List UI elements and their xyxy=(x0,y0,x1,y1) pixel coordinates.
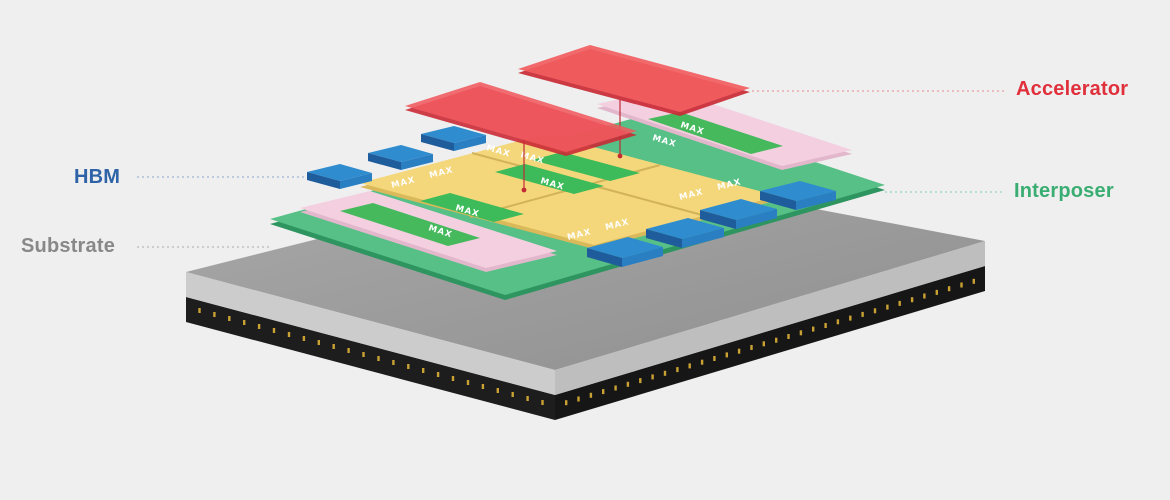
substrate-bottom-right-face xyxy=(555,266,985,420)
substrate-bottom-left-face xyxy=(186,297,555,420)
substrate-left-pin xyxy=(213,312,216,317)
substrate-left-pin xyxy=(526,396,529,401)
substrate-right-pin xyxy=(589,392,593,398)
hbm-stacks xyxy=(307,126,836,267)
substrate-right-pin xyxy=(676,367,679,373)
substrate-glass-right-edge xyxy=(555,241,985,395)
substrate-right-pin xyxy=(824,323,827,328)
substrate-right-pin xyxy=(886,304,889,310)
compute-die: MAX MAX MAX MAX MAX MAX MAX MAX MAX MAX … xyxy=(360,133,778,249)
substrate-right-pin xyxy=(700,359,704,365)
label-substrate: Substrate xyxy=(21,235,116,257)
substrate-left-pin xyxy=(228,316,231,321)
hbm-stack-left-2 xyxy=(368,145,433,170)
substrate-right-pin xyxy=(849,315,852,321)
label-interposer: Interposer xyxy=(1014,180,1114,202)
substrate-left-pin xyxy=(362,352,365,357)
substrate-right-pin xyxy=(935,289,938,295)
hbm-stack-left-1 xyxy=(307,164,372,189)
substrate-left-pin xyxy=(272,328,276,333)
substrate-left-pin xyxy=(243,320,246,325)
substrate-left-pin xyxy=(407,364,410,369)
substrate-right-pin xyxy=(898,300,901,306)
substrate-left-pin xyxy=(347,348,350,353)
substrate-right-pin xyxy=(663,370,667,376)
substrate-right-pin xyxy=(639,378,642,384)
substrate-right-pin xyxy=(799,330,803,336)
substrate-left-pin xyxy=(466,380,470,385)
substrate-left-pin xyxy=(436,372,440,377)
accelerator-dies xyxy=(405,45,750,193)
substrate-left-pin xyxy=(451,376,455,381)
substrate-left-pin xyxy=(496,388,499,393)
substrate-left-pin xyxy=(392,360,395,365)
substrate-left-pin xyxy=(511,392,514,397)
substrate-right-pin xyxy=(737,348,741,354)
substrate-right-pin xyxy=(725,352,728,358)
substrate-right-pin xyxy=(787,334,790,339)
substrate-right-pin xyxy=(713,356,716,361)
substrate-left-pin xyxy=(198,308,201,313)
hbm-stack-left-3 xyxy=(421,126,486,151)
substrate-left-pin xyxy=(287,332,291,337)
substrate-right-pin xyxy=(750,345,753,350)
hbm-stack-right-4 xyxy=(760,181,836,210)
leader-lines xyxy=(137,90,1007,248)
hbm-stack-right-1 xyxy=(587,237,663,267)
accelerator-die-right xyxy=(518,45,750,116)
substrate-right-pin xyxy=(873,308,877,314)
substrate-left-pin xyxy=(317,340,320,345)
substrate-right-pin xyxy=(947,286,951,292)
substrate-left-pin xyxy=(541,400,544,405)
substrate-right-pin xyxy=(614,385,617,391)
substrate-right-pin xyxy=(602,389,605,395)
substrate-right-pin xyxy=(812,326,815,332)
substrate-glass-left-edge xyxy=(186,272,555,395)
substrate-left-pin xyxy=(377,356,380,361)
substrate-right-pin xyxy=(910,297,914,303)
hbm-stack-right-3 xyxy=(700,199,777,229)
substrate-left-pin xyxy=(257,324,261,329)
substrate-right-pin xyxy=(960,282,963,288)
substrate-left-pin xyxy=(422,368,425,373)
substrate-right-pin xyxy=(775,337,778,343)
accelerator-die-left xyxy=(405,82,637,156)
substrate-left-pin xyxy=(481,384,485,389)
substrate-right-pin xyxy=(626,381,630,387)
substrate-right-pin xyxy=(972,278,975,284)
label-hbm: HBM xyxy=(74,166,121,188)
hbm-stack-right-2 xyxy=(646,218,724,248)
substrate-solder-pins xyxy=(198,278,975,406)
substrate-right-pin xyxy=(861,311,864,317)
substrate-right-pin xyxy=(651,374,654,380)
substrate-right-pin xyxy=(836,319,840,325)
pink-die-front: MAX xyxy=(300,191,557,272)
substrate-right-pin xyxy=(923,293,926,299)
substrate-left-pin xyxy=(302,336,306,341)
substrate-left-pin xyxy=(332,344,335,349)
label-accelerator: Accelerator xyxy=(1016,78,1129,100)
substrate-right-pin xyxy=(577,396,580,402)
substrate-right-pin xyxy=(565,400,568,406)
substrate-right-pin xyxy=(688,363,691,369)
substrate-right-pin xyxy=(762,341,765,347)
